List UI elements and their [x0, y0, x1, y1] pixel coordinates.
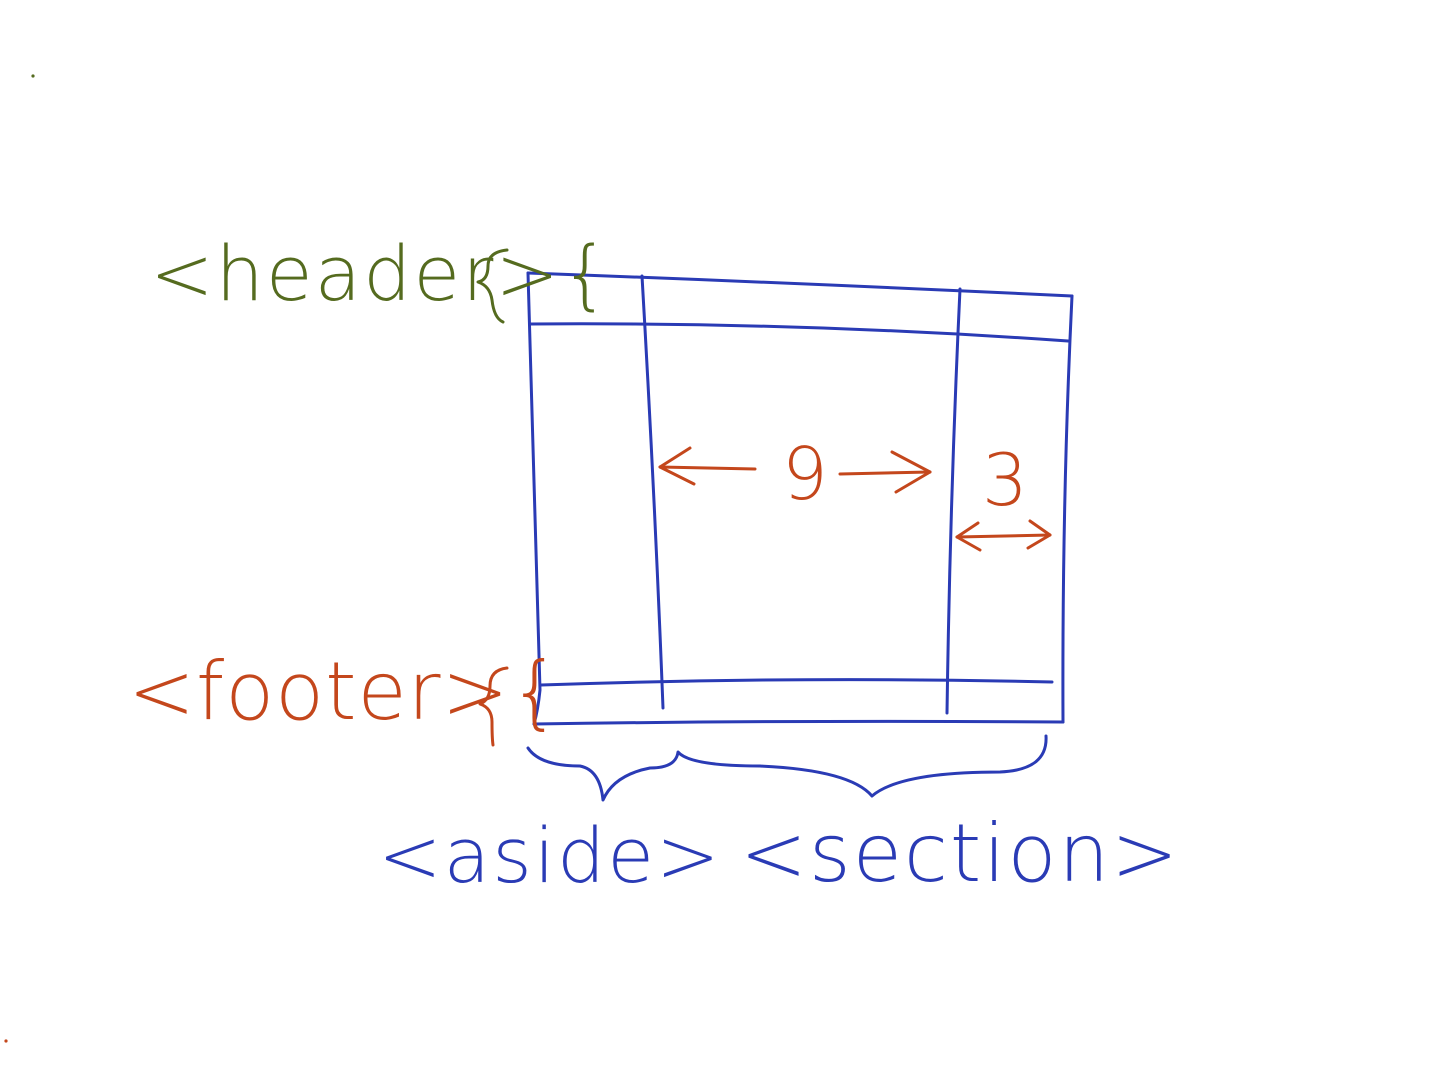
- outer-right-edge: [1061, 294, 1074, 724]
- arrow-main-right-head: [890, 450, 932, 494]
- arrow-main-right: [838, 470, 932, 476]
- arrow-side-left-head: [955, 521, 982, 552]
- arrow-main-left-head: [658, 446, 696, 486]
- outer-left-edge: [526, 271, 542, 726]
- arrow-main-left: [658, 465, 757, 471]
- aside-divider: [640, 274, 665, 710]
- layout-grid: [526, 271, 1074, 726]
- right-column-divider: [945, 287, 962, 715]
- section-label: <section>: [740, 807, 1181, 900]
- stray-dot-bottom: [4, 1039, 8, 1043]
- footer-label: <footer>{: [128, 645, 562, 738]
- arrow-side: [955, 533, 1052, 539]
- aside-label: <aside>: [378, 811, 722, 900]
- arrow-side-right-head: [1026, 519, 1052, 550]
- ratio-annotations: [658, 446, 1052, 552]
- header-brace: [476, 248, 509, 324]
- bottom-brace: [526, 734, 1048, 802]
- stray-dot-top: [31, 74, 35, 78]
- outer-bottom-edge: [532, 719, 1065, 726]
- header-label: <header>{: [150, 229, 612, 318]
- footer-brace: [478, 666, 509, 747]
- header-divider: [528, 322, 1070, 343]
- main-column-ratio: 9: [782, 432, 828, 516]
- footer-divider: [539, 678, 1054, 687]
- outer-top-edge: [526, 271, 1074, 298]
- side-column-ratio: 3: [982, 438, 1028, 522]
